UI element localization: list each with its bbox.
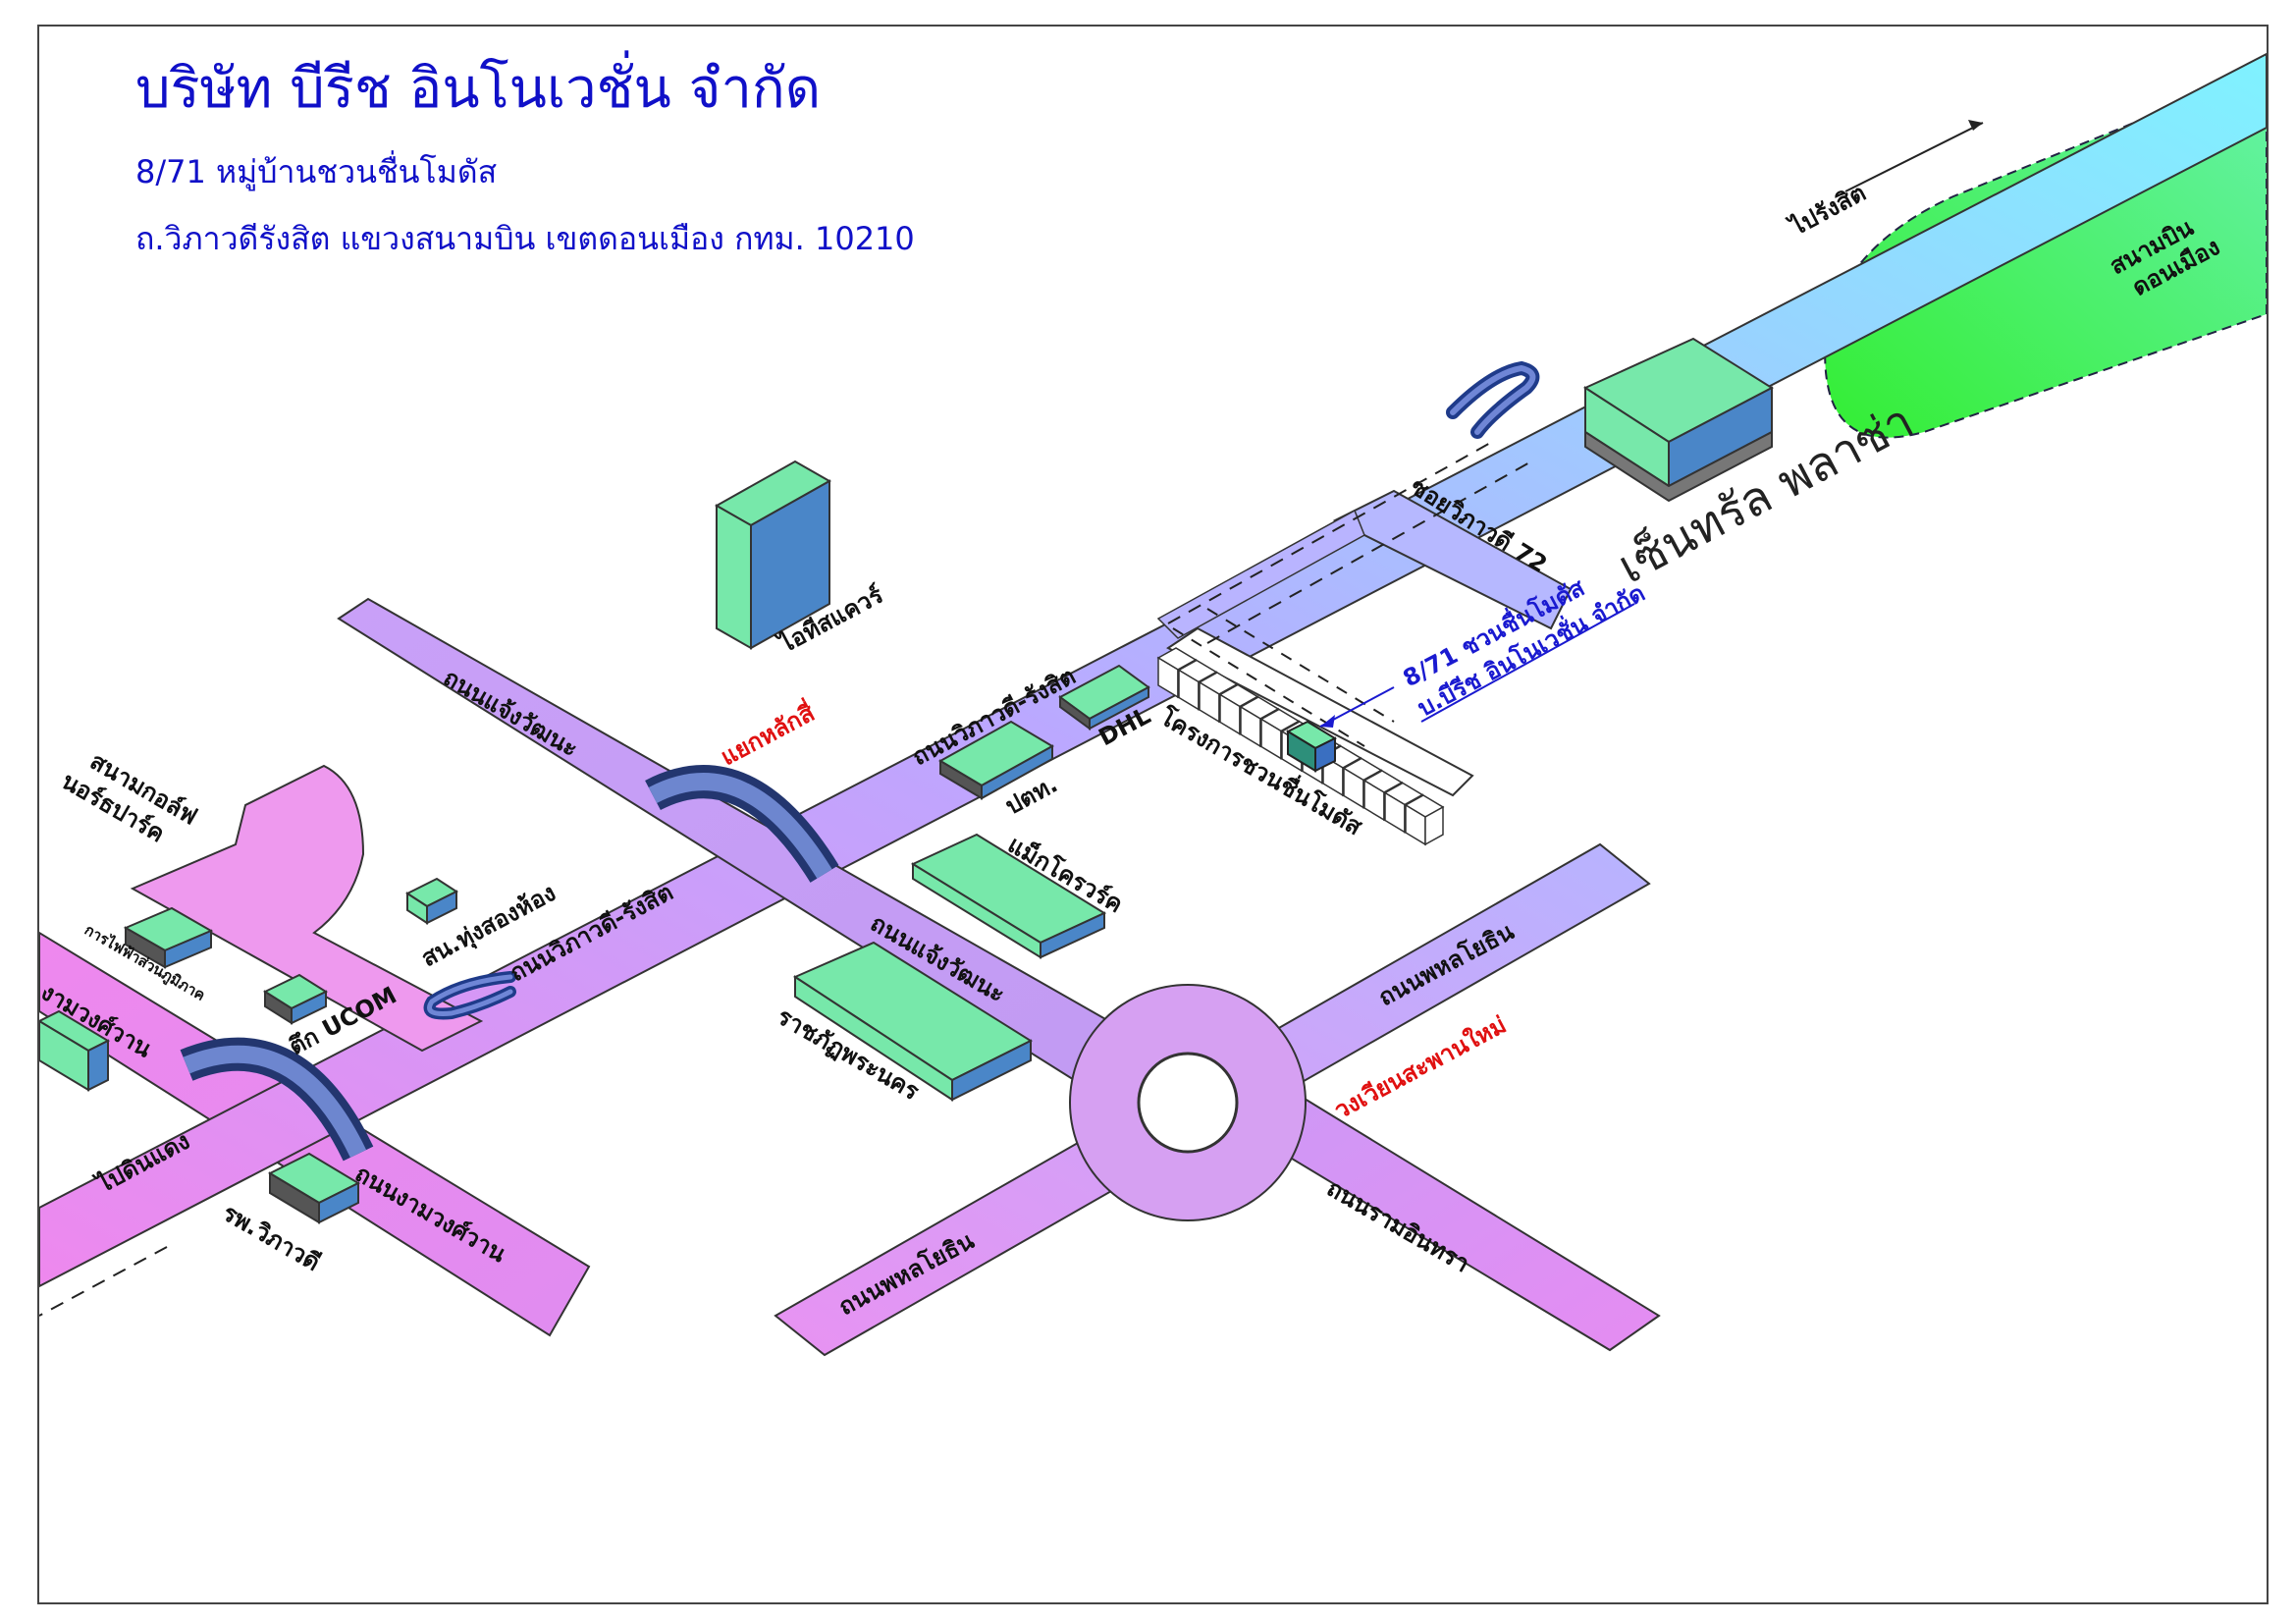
roundabout-inner	[1137, 1052, 1239, 1154]
makro-building	[910, 833, 1107, 959]
company-name-underline	[1420, 603, 1635, 723]
map-frame	[37, 25, 2269, 1604]
townhouse-unit	[1404, 794, 1445, 846]
project-road	[1166, 626, 1474, 797]
address-line-1: 8/71 หมู่บ้านชวนชื่นโมดัส	[135, 153, 498, 190]
central-plaza-building	[1582, 337, 1775, 503]
rajabhat-building	[792, 941, 1034, 1102]
tungsonghong-building	[404, 877, 459, 925]
golf-course	[130, 764, 484, 1053]
it-square-building	[714, 460, 832, 650]
townhouse-row	[1156, 647, 1445, 846]
left-edge-building	[39, 1009, 111, 1092]
egat-building	[123, 906, 214, 969]
address-line-2: ถ.วิภาวดีรังสิต แขวงสนามบิน เขตดอนเมือง …	[135, 220, 915, 257]
ptt-building	[937, 720, 1055, 800]
ucom-building	[262, 973, 329, 1025]
company-title: บริษัท บีรีช อินโนเวชั่น จำกัด	[135, 57, 822, 121]
golf-label: สนามกอล์ฟ นอร์ธปาร์ค	[57, 747, 202, 847]
hospital-building	[267, 1152, 361, 1224]
lak-si-junction-label: แยกหลักสี่	[715, 695, 820, 771]
to-rangsit-label: ไปรังสิต	[1784, 178, 1871, 243]
company-unit[interactable]	[1285, 720, 1338, 773]
dhl-building	[1058, 664, 1150, 731]
soi-vibhavadi-72[interactable]	[1332, 489, 1573, 630]
